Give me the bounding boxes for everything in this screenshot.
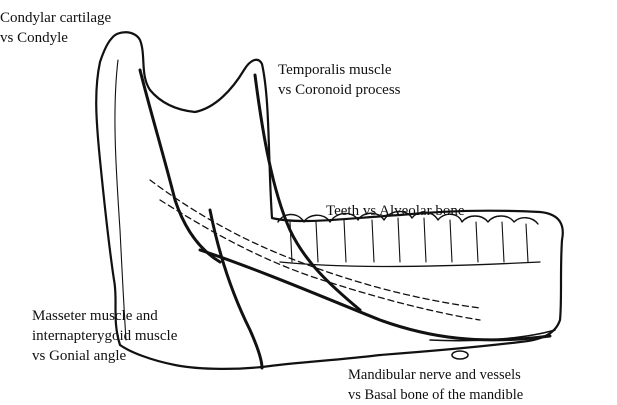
condyle-neck-line	[140, 70, 220, 262]
label-temporalis-line2: vs Coronoid process	[278, 80, 401, 100]
ramus-inner-edge	[115, 60, 126, 340]
label-masseter-line1: Masseter muscle and	[32, 306, 177, 326]
label-masseter-line3: vs Gonial angle	[32, 346, 177, 366]
label-temporalis-line1: Temporalis muscle	[278, 60, 401, 80]
label-mandibular-line1: Mandibular nerve and vessels	[348, 365, 523, 385]
label-teeth: Teeth vs Alveolar bone	[326, 201, 465, 221]
alveolar-crest	[280, 262, 540, 267]
label-mandibular: Mandibular nerve and vessels vs Basal bo…	[348, 365, 523, 405]
label-condylar-line1: Condylar cartilage	[0, 8, 111, 28]
mental-foramen	[452, 351, 468, 359]
label-mandibular-line2: vs Basal bone of the mandible	[348, 385, 523, 405]
label-condylar-line2: vs Condyle	[0, 28, 111, 48]
label-teeth-line1: Teeth vs Alveolar bone	[326, 201, 465, 221]
label-masseter-line2: internapterygoid muscle	[32, 326, 177, 346]
label-masseter: Masseter muscle and internapterygoid mus…	[32, 306, 177, 366]
label-temporalis: Temporalis muscle vs Coronoid process	[278, 60, 401, 100]
label-condylar: Condylar cartilage vs Condyle	[0, 8, 111, 48]
teeth-roots	[290, 218, 528, 262]
